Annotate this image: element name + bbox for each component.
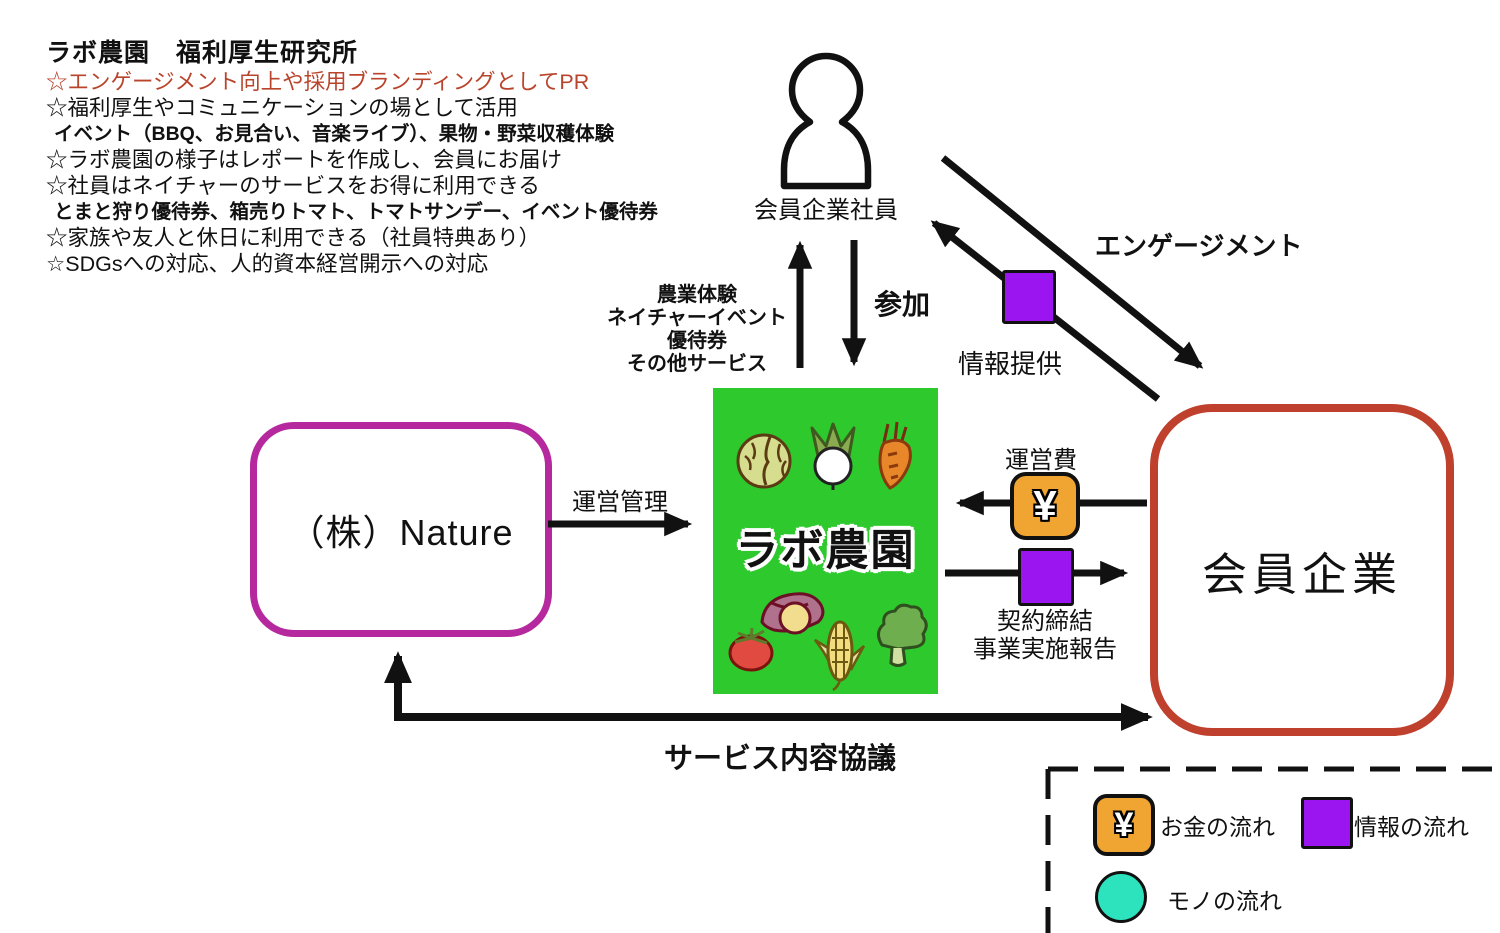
info-provision-label: 情報提供	[958, 349, 1063, 379]
legend-money-label: お金の流れ	[1160, 814, 1275, 840]
participation-label: 参加	[874, 289, 931, 320]
contract-line1: 契約締結	[997, 608, 1093, 635]
benefit-line: ☆家族や友人と休日に利用できる（社員特典あり）	[46, 226, 541, 250]
lab-farm-label: ラボ農園	[735, 527, 916, 575]
services-line: 優待券	[667, 330, 727, 352]
nature-company-label: （株）Nature	[288, 511, 514, 553]
benefit-line: ☆社員はネイチャーのサービスをお得に利用できる	[46, 174, 540, 198]
contract-label: 契約締結 事業実施報告	[955, 608, 1135, 664]
legend-goods-icon	[1095, 871, 1147, 923]
employee-label: 会員企業社員	[754, 197, 898, 224]
benefit-line: ☆SDGsへの対応、人的資本経営開示への対応	[46, 252, 489, 276]
engagement-label: エンゲージメント	[1095, 231, 1303, 261]
yen-icon: ¥	[1114, 805, 1134, 844]
member-company-label: 会員企業	[1201, 548, 1402, 600]
contract-line2: 事業実施報告	[973, 636, 1117, 663]
benefit-line: とまと狩り優待券、箱売りトマト、トマトサンデー、イベント優待券	[54, 201, 658, 223]
service-negotiation-label: サービス内容協議	[663, 743, 896, 775]
services-list: 農業体験 ネイチャーイベント 優待券 その他サービス	[597, 284, 797, 376]
legend-info-label: 情報の流れ	[1354, 814, 1469, 840]
legend-money-icon: ¥	[1093, 794, 1155, 856]
benefit-line: ☆エンゲージメント向上や採用ブランディングとしてPR	[46, 70, 590, 94]
employee-person-icon	[780, 52, 872, 190]
services-line: その他サービス	[627, 353, 767, 375]
legend-info-icon	[1301, 797, 1353, 849]
yen-flow-chip: ¥	[1010, 472, 1080, 540]
services-line: ネイチャーイベント	[607, 307, 787, 329]
info-flow-chip	[1002, 270, 1056, 324]
operation-management-label: 運営管理	[572, 489, 668, 516]
operation-fee-label: 運営費	[1005, 447, 1077, 474]
benefit-line: イベント（BBQ、お見合い、音楽ライブ）、果物・野菜収穫体験	[54, 123, 615, 145]
yen-icon: ¥	[1033, 482, 1057, 529]
benefit-line: ☆ラボ農園の様子はレポートを作成し、会員にお届け	[46, 148, 563, 172]
info-panel: ラボ農園 福利厚生研究所 ☆エンゲージメント向上や採用ブランディングとしてPR …	[46, 40, 696, 277]
member-company-box: 会員企業	[1150, 404, 1454, 736]
legend-goods-label: モノの流れ	[1167, 888, 1282, 914]
diagram-title: ラボ農園 福利厚生研究所	[46, 39, 359, 67]
nature-company-box: （株）Nature	[250, 422, 552, 637]
contract-info-chip	[1018, 548, 1074, 606]
services-line: 農業体験	[657, 284, 737, 306]
benefit-line: ☆福利厚生やコミュニケーションの場として活用	[46, 96, 518, 120]
